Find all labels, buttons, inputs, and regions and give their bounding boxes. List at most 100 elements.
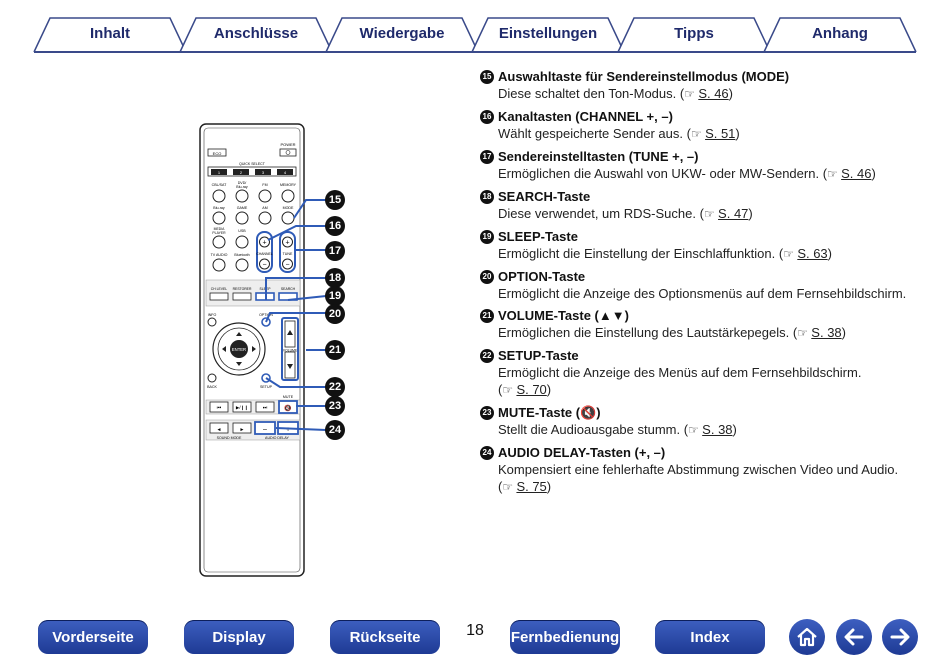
- nav-index-button[interactable]: Index: [655, 620, 765, 654]
- svg-text:DVD/: DVD/: [238, 181, 247, 185]
- page-reference-link[interactable]: (☞ S. 51): [686, 126, 740, 141]
- pointing-hand-icon: ☞: [688, 423, 703, 437]
- item-number-badge: 23: [480, 405, 494, 420]
- tab-tipps[interactable]: Tipps: [674, 24, 714, 42]
- item-number-badge: 19: [480, 229, 494, 244]
- callout-23: 23: [325, 396, 345, 416]
- svg-text:FM: FM: [262, 183, 267, 187]
- tab-anschluesse[interactable]: Anschlüsse: [213, 24, 299, 42]
- pointing-hand-icon: ☞: [502, 383, 517, 397]
- tab-wiedergabe[interactable]: Wiedergabe: [359, 24, 445, 42]
- item-title: 19 SLEEP-Taste: [480, 228, 920, 245]
- callout-15: 15: [325, 190, 345, 210]
- svg-text:+: +: [262, 240, 266, 247]
- tab-einstellungen[interactable]: Einstellungen: [498, 24, 598, 42]
- svg-text:MEDIA: MEDIA: [214, 227, 225, 231]
- svg-text:SEARCH: SEARCH: [281, 287, 296, 291]
- svg-text:⏭: ⏭: [263, 405, 268, 411]
- svg-text:CH LEVEL: CH LEVEL: [211, 287, 228, 291]
- home-button[interactable]: [789, 619, 825, 655]
- page-reference-link[interactable]: (☞ S. 63): [778, 246, 833, 261]
- svg-text:▶/❙❙: ▶/❙❙: [236, 405, 248, 411]
- power-label: POWER: [280, 142, 295, 147]
- callout-19: 19: [325, 286, 345, 306]
- svg-text:TV AUDIO: TV AUDIO: [211, 253, 228, 257]
- back-button[interactable]: [836, 619, 872, 655]
- page-reference-link[interactable]: (☞ S. 46): [679, 86, 734, 101]
- svg-text:BACK: BACK: [207, 385, 217, 389]
- item-page-reference-line: (☞ S. 70): [480, 381, 920, 399]
- page-reference-link[interactable]: (☞ S. 47): [699, 206, 753, 221]
- nav-fernbedienung-button[interactable]: Fernbedienung: [510, 620, 620, 654]
- svg-text:TUNE: TUNE: [283, 252, 293, 256]
- page-reference-link[interactable]: (☞ S. 38): [792, 325, 846, 340]
- nav-rueckseite-button[interactable]: Rückseite: [330, 620, 440, 654]
- svg-text:+: +: [285, 240, 289, 247]
- item-title-text: SLEEP-Taste: [498, 229, 578, 244]
- svg-text:MODE: MODE: [283, 206, 294, 210]
- svg-text:AM: AM: [262, 206, 267, 210]
- item-number-badge: 15: [480, 69, 494, 84]
- svg-text:3: 3: [262, 170, 265, 175]
- item-number-badge: 16: [480, 109, 494, 124]
- svg-text:◄: ◄: [217, 427, 222, 433]
- arrow-left-icon: [844, 628, 864, 646]
- svg-text:⏮: ⏮: [217, 405, 222, 411]
- remote-drawing: ECO POWER QUICK SELECT 1 2 3 4 CBL/SAT D…: [199, 123, 305, 577]
- item-number-badge: 18: [480, 189, 494, 204]
- svg-text:CHANNEL: CHANNEL: [256, 252, 272, 256]
- svg-text:Blu-ray: Blu-ray: [236, 185, 248, 189]
- tab-inhalt[interactable]: Inhalt: [90, 24, 130, 42]
- pointing-hand-icon: ☞: [783, 247, 798, 261]
- page-number: 18: [466, 622, 484, 639]
- eco-label: ECO: [213, 151, 222, 156]
- page-reference-link[interactable]: (☞ S. 38): [683, 422, 737, 437]
- item-title-text: MUTE-Taste (🔇): [498, 405, 601, 420]
- page-reference-link[interactable]: (☞ S. 75): [498, 479, 552, 494]
- tab-anhang[interactable]: Anhang: [812, 24, 868, 42]
- page-reference-link[interactable]: (☞ S. 46): [822, 166, 876, 181]
- svg-text:VOLUME: VOLUME: [283, 349, 298, 353]
- quick-select-label: QUICK SELECT: [239, 162, 266, 166]
- description-item-23: 23 MUTE-Taste (🔇) Stellt die Audioausgabe …: [480, 404, 920, 439]
- item-title-text: Kanaltasten (CHANNEL +, –): [498, 109, 673, 124]
- item-page-reference-line: (☞ S. 75): [480, 478, 920, 496]
- svg-text:+: +: [286, 427, 290, 434]
- item-number-badge: 22: [480, 348, 494, 363]
- callout-18: 18: [325, 268, 345, 288]
- item-description: Ermöglichen die Auswahl von UKW- oder MW…: [498, 166, 876, 181]
- svg-text:OPTION: OPTION: [259, 313, 273, 317]
- item-description: Ermöglichen die Einstellung des Lautstär…: [498, 325, 846, 340]
- svg-text:SETUP: SETUP: [260, 385, 273, 389]
- svg-text:RESTORER: RESTORER: [233, 287, 252, 291]
- callout-20: 20: [325, 304, 345, 324]
- svg-text:AUDIO DELAY: AUDIO DELAY: [265, 436, 290, 440]
- item-title-text: OPTION-Taste: [498, 269, 586, 284]
- pointing-hand-icon: ☞: [690, 127, 706, 141]
- item-title-text: Sendereinstelltasten (TUNE +, –): [498, 149, 699, 164]
- svg-text:–: –: [263, 427, 267, 434]
- svg-text:PLAYER: PLAYER: [212, 231, 226, 235]
- forward-button[interactable]: [882, 619, 918, 655]
- item-description: Ermöglicht die Anzeige des Optionsmenüs …: [498, 286, 907, 301]
- pointing-hand-icon: ☞: [684, 87, 699, 101]
- item-title-text: AUDIO DELAY-Tasten (+, –): [498, 445, 666, 460]
- item-description: Stellt die Audioausgabe stumm. (☞ S. 38): [498, 422, 737, 437]
- nav-vorderseite-button[interactable]: Vorderseite: [38, 620, 148, 654]
- item-number-badge: 21: [480, 308, 494, 323]
- svg-text:Blu-ray: Blu-ray: [213, 206, 225, 210]
- page-reference-link[interactable]: (☞ S. 70): [498, 382, 552, 397]
- nav-display-button[interactable]: Display: [184, 620, 294, 654]
- svg-text:USB: USB: [238, 229, 246, 233]
- callout-21: 21: [325, 340, 345, 360]
